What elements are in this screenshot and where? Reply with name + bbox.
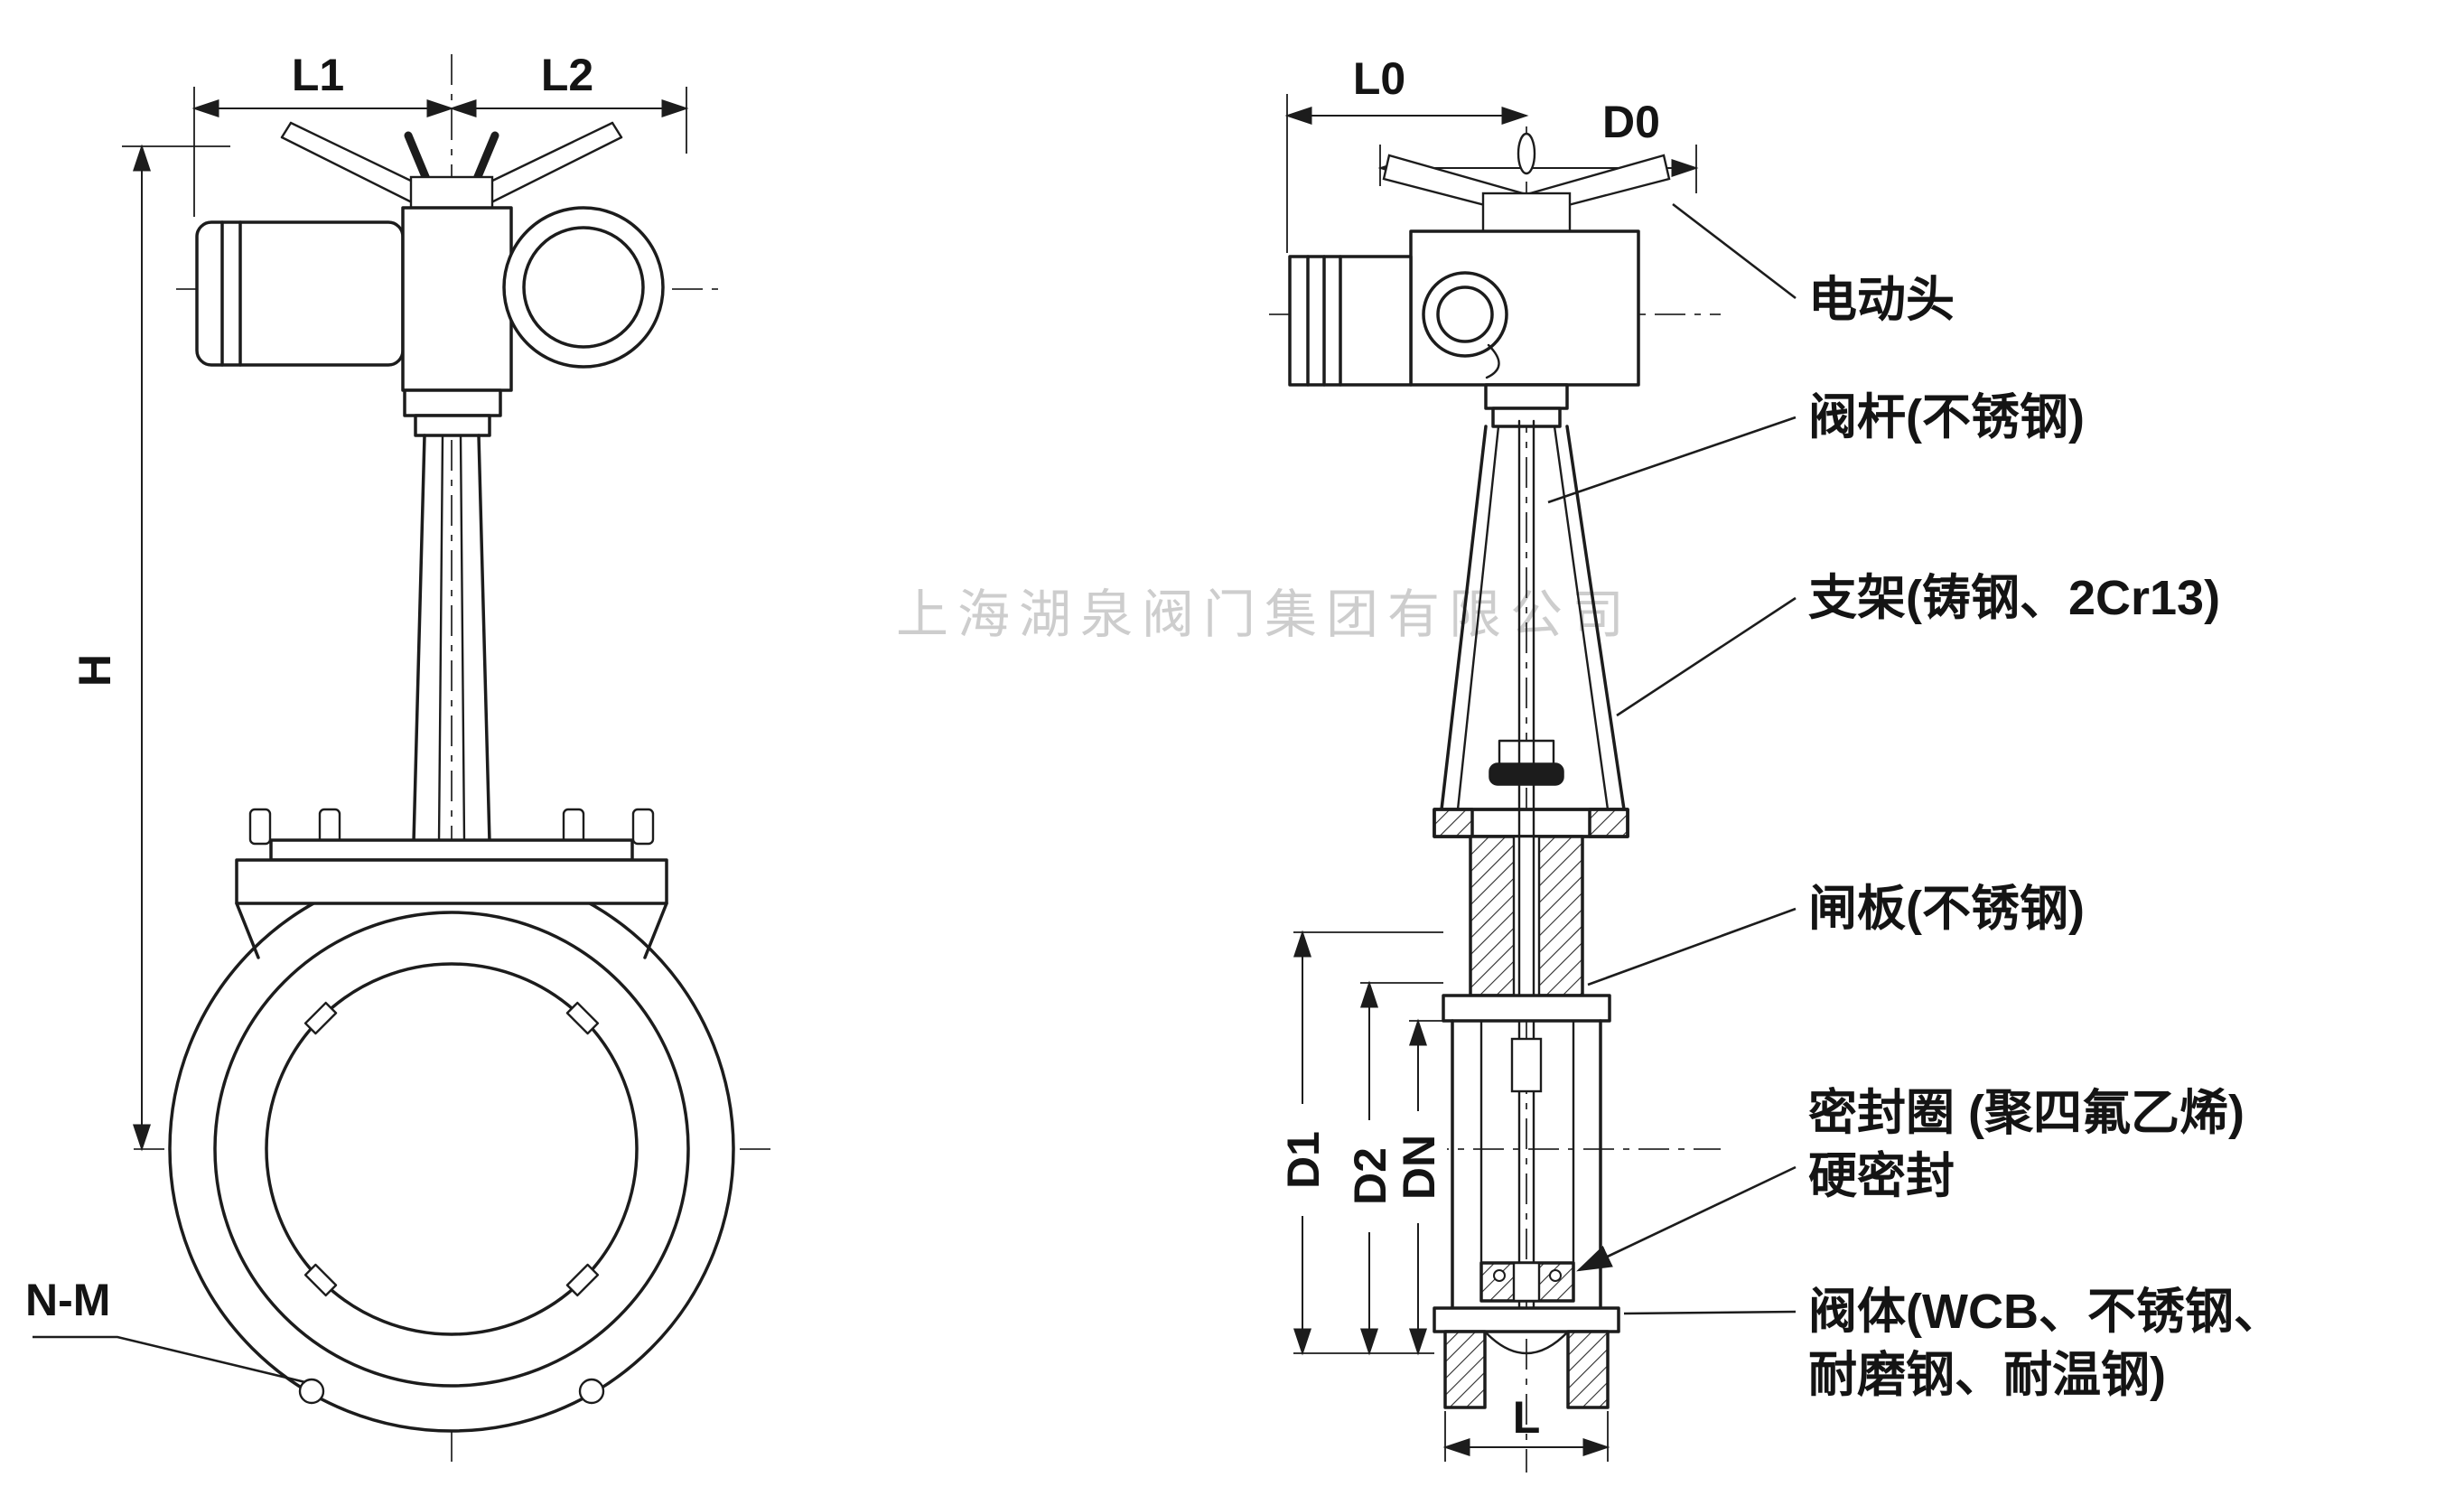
callout-gate: 闸板(不锈钢)	[1808, 882, 2085, 936]
dim-label-l0: L0	[1353, 53, 1405, 104]
callout-seal-line1: 密封圈 (聚四氟乙烯)	[1808, 1086, 2245, 1140]
callout-body-line2: 耐磨钢、耐温钢)	[1808, 1348, 2166, 1402]
leader-seal	[1576, 1165, 1797, 1272]
side-bonnet-packing	[1469, 835, 1584, 997]
front-dim-l1-l2: L1 L2	[191, 50, 689, 217]
side-bracket	[1433, 425, 1629, 838]
front-actuator-motor	[195, 220, 405, 367]
dim-label-d1: D1	[1278, 1131, 1329, 1189]
side-actuator-body	[1288, 229, 1640, 428]
callout-bracket: 支架(铸钢、2Cr13)	[1808, 571, 2220, 625]
leader-bracket	[1616, 596, 1797, 717]
dim-label-l: L	[1513, 1392, 1541, 1443]
leader-stem	[1547, 416, 1797, 504]
side-stem-gate	[1510, 419, 1543, 1319]
leader-actuator	[1672, 202, 1797, 300]
watermark-text: 上海湖泉阀门集团有限公司	[896, 585, 1633, 644]
front-handwheel	[502, 206, 665, 369]
side-dim-d1-d2-dn: D1 D2 DN	[1274, 930, 1452, 1356]
dim-label-dn: DN	[1394, 1135, 1444, 1200]
front-top-flange	[235, 808, 668, 959]
bolt-hole	[298, 1378, 325, 1405]
front-actuator-body	[401, 206, 513, 437]
callout-seal-line2: 硬密封	[1808, 1149, 1955, 1203]
leader-nm	[33, 1335, 306, 1384]
leader-body	[1623, 1310, 1797, 1315]
side-actuator-fork	[1382, 132, 1671, 233]
side-valve-body	[1433, 994, 1620, 1409]
dim-label-d0: D0	[1602, 97, 1660, 147]
dim-label-nm: N-M	[25, 1275, 110, 1325]
dim-label-d2: D2	[1345, 1147, 1395, 1205]
front-yoke-stem	[412, 434, 491, 844]
front-view: L1 L2 H	[25, 50, 775, 1462]
callouts: 电动头 阀杆(不锈钢) 支架(铸钢、2Cr13) 闸板(不锈钢) 密封圈 (聚四…	[1547, 202, 2282, 1402]
side-view: L0 D0	[1269, 53, 1721, 1473]
dim-label-l2: L2	[541, 50, 593, 100]
callout-actuator: 电动头	[1808, 273, 1955, 327]
side-dim-l: L	[1442, 1392, 1610, 1462]
dim-label-h: H	[70, 654, 120, 687]
callout-body-line1: 阀体(WCB、不锈钢、	[1808, 1285, 2282, 1339]
leader-gate	[1587, 907, 1797, 986]
front-dim-nm: N-M	[25, 1275, 306, 1384]
callout-stem: 阀杆(不锈钢)	[1808, 390, 2085, 444]
dim-label-l1: L1	[292, 50, 344, 100]
bolt-hole	[578, 1378, 605, 1405]
front-dim-h: H	[70, 144, 230, 1152]
